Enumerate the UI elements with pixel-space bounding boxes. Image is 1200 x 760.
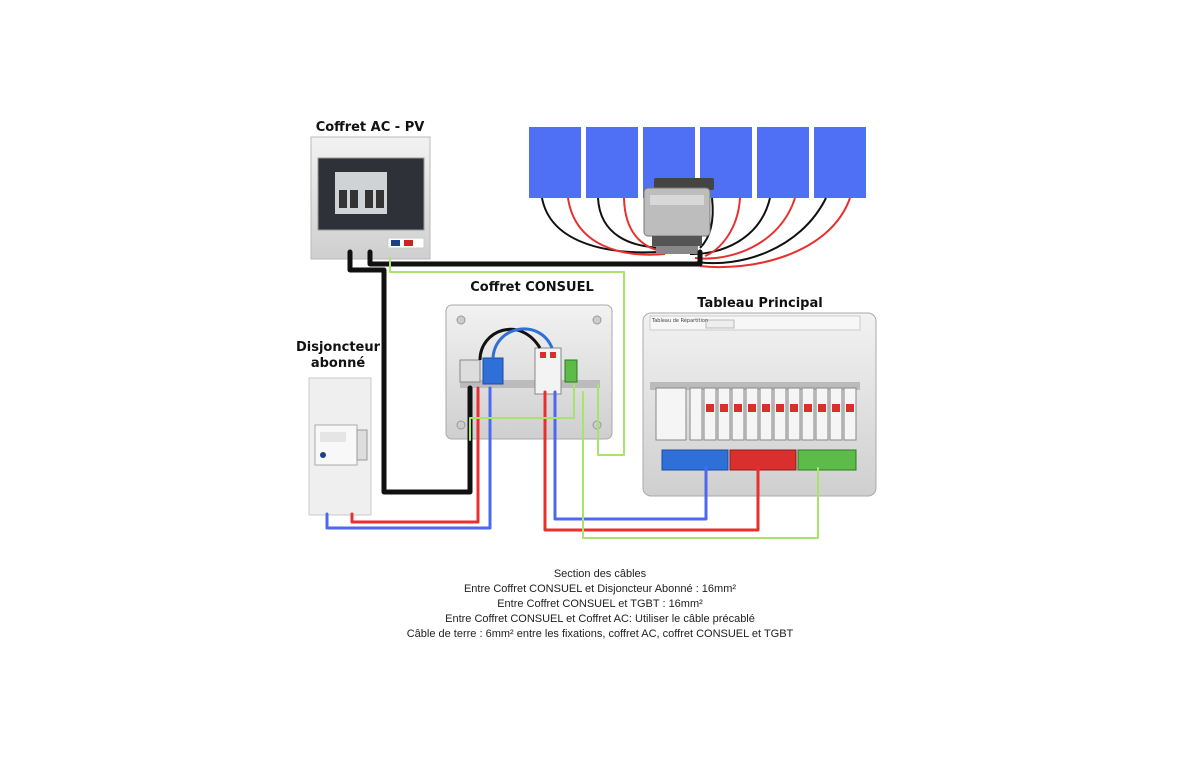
phase-cable-disjoncteur xyxy=(350,386,480,524)
black-cable-ac-to-consuel xyxy=(347,249,473,495)
coffret-consuel xyxy=(445,304,613,440)
earth-cable-tgbt xyxy=(582,391,819,539)
neutral-cable-disjoncteur xyxy=(325,386,492,530)
coffret-ac-pv xyxy=(310,136,431,260)
notes-line-1: Entre Coffret CONSUEL et Disjoncteur Abo… xyxy=(463,583,737,595)
tableau-principal-label: Tableau Principal xyxy=(697,296,823,311)
terminal-red xyxy=(729,449,797,471)
notes-line-3: Entre Coffret CONSUEL et Coffret AC: Uti… xyxy=(445,613,755,625)
coffret-ac-pv-label: Coffret AC - PV xyxy=(315,120,425,135)
terminal-blue xyxy=(661,449,729,471)
disjoncteur-label-line1: Disjoncteur xyxy=(295,340,381,355)
tableau-plate-text: Tableau de Répartition xyxy=(652,318,709,324)
terminal-green xyxy=(797,449,857,471)
wires xyxy=(325,249,819,539)
solar-panel xyxy=(586,127,638,198)
notes-title: Section des câbles xyxy=(553,568,647,580)
solar-panels xyxy=(529,127,866,198)
breakers-row xyxy=(655,387,857,441)
notes-line-2: Entre Coffret CONSUEL et TGBT : 16mm² xyxy=(497,598,703,610)
coffret-consuel-label: Coffret CONSUEL xyxy=(470,280,594,295)
phase-cable-tgbt xyxy=(543,390,760,532)
earth-cable-ac xyxy=(389,257,625,456)
neutral-cable-tgbt xyxy=(553,390,708,521)
solar-panel xyxy=(757,127,809,198)
solar-panel xyxy=(529,127,581,198)
microinverter xyxy=(643,178,714,254)
disjoncteur-label-line2: abonné xyxy=(310,356,366,371)
notes-line-4: Câble de terre : 6mm² entre les fixation… xyxy=(406,628,794,640)
earth-cable-consuel-inner xyxy=(469,383,575,441)
solar-panel xyxy=(814,127,866,198)
cable-section-notes: Section des câbles Entre Coffret CONSUEL… xyxy=(0,567,1200,642)
tableau-principal xyxy=(642,312,877,497)
disjoncteur-abonne-label: Disjoncteur abonné xyxy=(286,340,390,372)
disjoncteur-abonne xyxy=(308,377,372,516)
black-cable-ac-to-inverter xyxy=(367,249,703,267)
